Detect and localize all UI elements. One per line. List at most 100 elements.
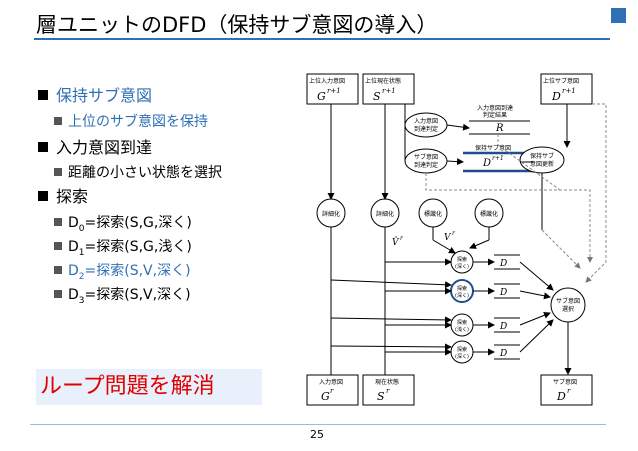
process-label: (深く): [455, 263, 469, 270]
bullet-square-icon: [54, 117, 62, 125]
footer-rule: [30, 424, 606, 425]
box-superscript: r+1: [382, 87, 396, 95]
box-symbol: G: [317, 90, 326, 103]
reach-result-store: 入力意図到達 判定結果 R: [469, 104, 530, 135]
upper-input-intent-box: 上位入力意図 G r+1: [306, 73, 359, 105]
bullet-square-icon: [38, 191, 48, 201]
box-superscript: r+1: [562, 87, 576, 95]
d-label: D: [499, 259, 507, 269]
bullet-search: 探索: [38, 187, 88, 207]
abstract-process-2: 標識化: [474, 198, 504, 228]
bullet-square-icon: [54, 218, 62, 226]
search-process-4: 探索 (深く): [450, 340, 474, 364]
sub-intent-select-process: サブ意図 選択: [550, 287, 586, 323]
sub-reach-judge-process: サブ意図 到達判定: [404, 148, 448, 174]
process-label: 詳細化: [322, 210, 340, 218]
store-superscript: r+1: [492, 155, 504, 162]
bullet-subscript: 3: [78, 295, 85, 306]
d-outputs: D D D D: [494, 254, 520, 360]
process-label: 探索: [457, 319, 467, 326]
box-symbol: G: [321, 390, 330, 403]
loop-problem-callout: ループ問題を解消: [36, 369, 262, 405]
reach-judge-process: 入力意図 到達判定: [404, 112, 448, 138]
bullet-text: =探索(S,G,浅く): [84, 239, 192, 255]
input-intent-box: 入力意図 G r: [306, 374, 359, 406]
box-symbol: S: [377, 390, 385, 403]
bullet-d-letter: D: [68, 215, 79, 231]
bullet-d-letter: D: [68, 239, 79, 255]
title-underline: [34, 38, 610, 40]
process-label: 探索: [457, 256, 467, 263]
box-label: 上位サブ意図: [543, 77, 579, 85]
process-label: 到達判定: [414, 125, 438, 133]
v-label: V: [444, 233, 452, 243]
bullet-text: 入力意図到達: [56, 138, 153, 157]
slide-title: 層ユニットのDFD（保持サブ意図の導入）: [36, 13, 438, 37]
bullet-d2: D2=探索(S,V,深く): [54, 262, 191, 286]
sub-intent-box: サブ意図 D r: [540, 374, 593, 406]
v-hat-label: V̂: [392, 236, 400, 248]
v-hat-superscript: r: [400, 235, 404, 242]
upper-current-state-box: 上位現在状態 S r+1: [362, 73, 415, 105]
bullet-square-icon: [54, 242, 62, 250]
box-label: 上位現在状態: [365, 77, 401, 85]
bullet-square-icon: [38, 90, 48, 100]
box-superscript: r: [330, 387, 334, 395]
store-symbol: R: [495, 123, 504, 134]
d-label: D: [499, 322, 507, 332]
bullet-text: 保持サブ意図: [56, 86, 153, 105]
concretize-process-1: 詳細化: [316, 198, 346, 228]
bullet-subscript: 1: [78, 247, 85, 258]
callout-text: ループ問題を解消: [40, 374, 215, 399]
store-label: 入力意図到達: [477, 104, 513, 112]
process-label: 到達判定: [414, 161, 438, 169]
box-symbol: S: [373, 90, 381, 103]
process-label: 入力意図: [414, 117, 438, 125]
bullet-text: 探索: [56, 187, 89, 206]
box-label: 入力意図: [319, 378, 343, 386]
box-symbol: D: [556, 390, 566, 403]
bullet-text: 距離の小さい状態を選択: [68, 165, 222, 181]
bullet-hold-sub-intent: 保持サブ意図: [38, 86, 152, 106]
store-label: 保持サブ意図: [475, 144, 511, 152]
bullet-text: =探索(S,G,深く): [84, 215, 192, 231]
process-label: (深く): [455, 353, 469, 360]
bullet-text: =探索(S,V,深く): [84, 263, 191, 279]
bullet-d3: D3=探索(S,V,深く): [54, 286, 191, 310]
bullet-d1: D1=探索(S,G,浅く): [54, 238, 192, 262]
bullet-d-letter: D: [68, 263, 79, 279]
box-label: 現在状態: [375, 378, 399, 386]
page-number: 25: [310, 428, 324, 441]
search-process-3: 探索 (浅く): [450, 313, 474, 337]
corner-accent-square: [611, 8, 626, 23]
abstract-process-1: 標識化: [418, 198, 448, 228]
process-label: 保持サブ: [530, 152, 554, 160]
bullet-d-letter: D: [68, 287, 79, 303]
bullet-keep-upper: 上位のサブ意図を保持: [54, 113, 208, 131]
box-symbol: D: [551, 90, 561, 103]
bullet-square-icon: [54, 266, 62, 274]
box-superscript: r: [567, 387, 571, 395]
v-superscript: r: [452, 230, 456, 237]
search-process-1: 探索 (深く): [450, 250, 474, 274]
process-label: 標識化: [424, 210, 442, 218]
process-label: サブ意図: [414, 153, 438, 161]
store-label: 判定結果: [483, 111, 507, 119]
process-label: (浅く): [455, 326, 469, 333]
box-superscript: r+1: [327, 87, 341, 95]
process-label: サブ意図: [556, 297, 580, 305]
process-label: 詳細化: [376, 210, 394, 218]
process-label: 探索: [457, 285, 467, 292]
bullet-square-icon: [54, 290, 62, 298]
bullet-subscript: 0: [78, 223, 85, 234]
hold-update-process: 保持サブ 意図更新: [519, 146, 565, 174]
bullet-text: 上位のサブ意図を保持: [68, 114, 208, 130]
process-label: 選択: [562, 305, 574, 313]
store-symbol: D: [482, 158, 491, 169]
bullet-select-near: 距離の小さい状態を選択: [54, 164, 222, 182]
d-label: D: [499, 349, 507, 359]
bullet-subscript: 2: [78, 271, 85, 282]
process-label: (深く): [455, 292, 469, 299]
concretize-process-2: 詳細化: [370, 198, 400, 228]
